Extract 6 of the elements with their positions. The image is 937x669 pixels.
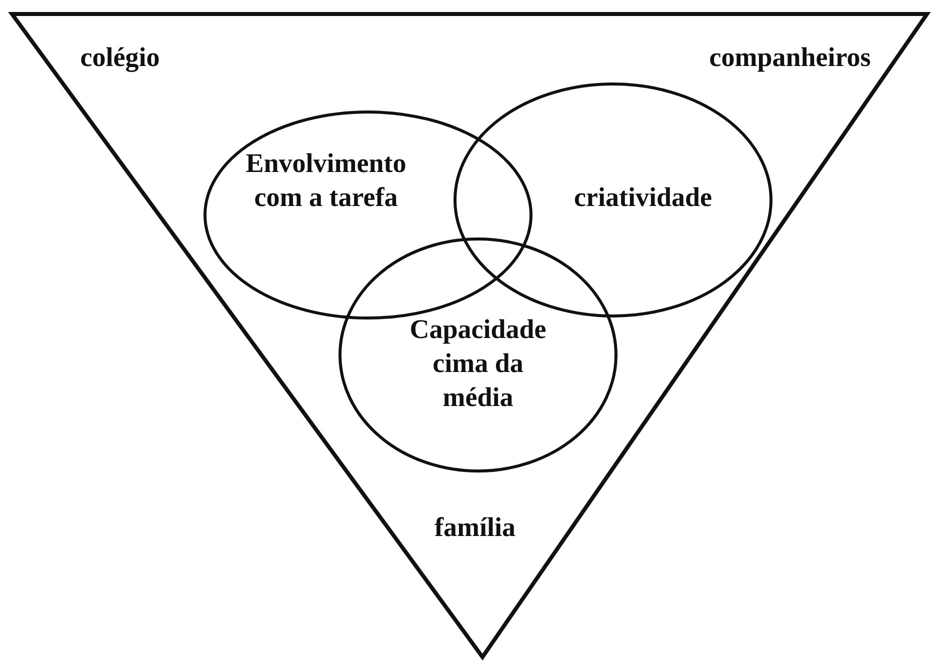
- region-label: colégio: [79, 41, 161, 74]
- circle-label: Envolvimento com a tarefa: [244, 147, 408, 214]
- region-label: companheiros: [708, 41, 872, 74]
- circle-label: criatividade: [573, 181, 713, 214]
- region-label: família: [434, 511, 516, 544]
- circle-label: Capacidade cima da média: [408, 313, 548, 414]
